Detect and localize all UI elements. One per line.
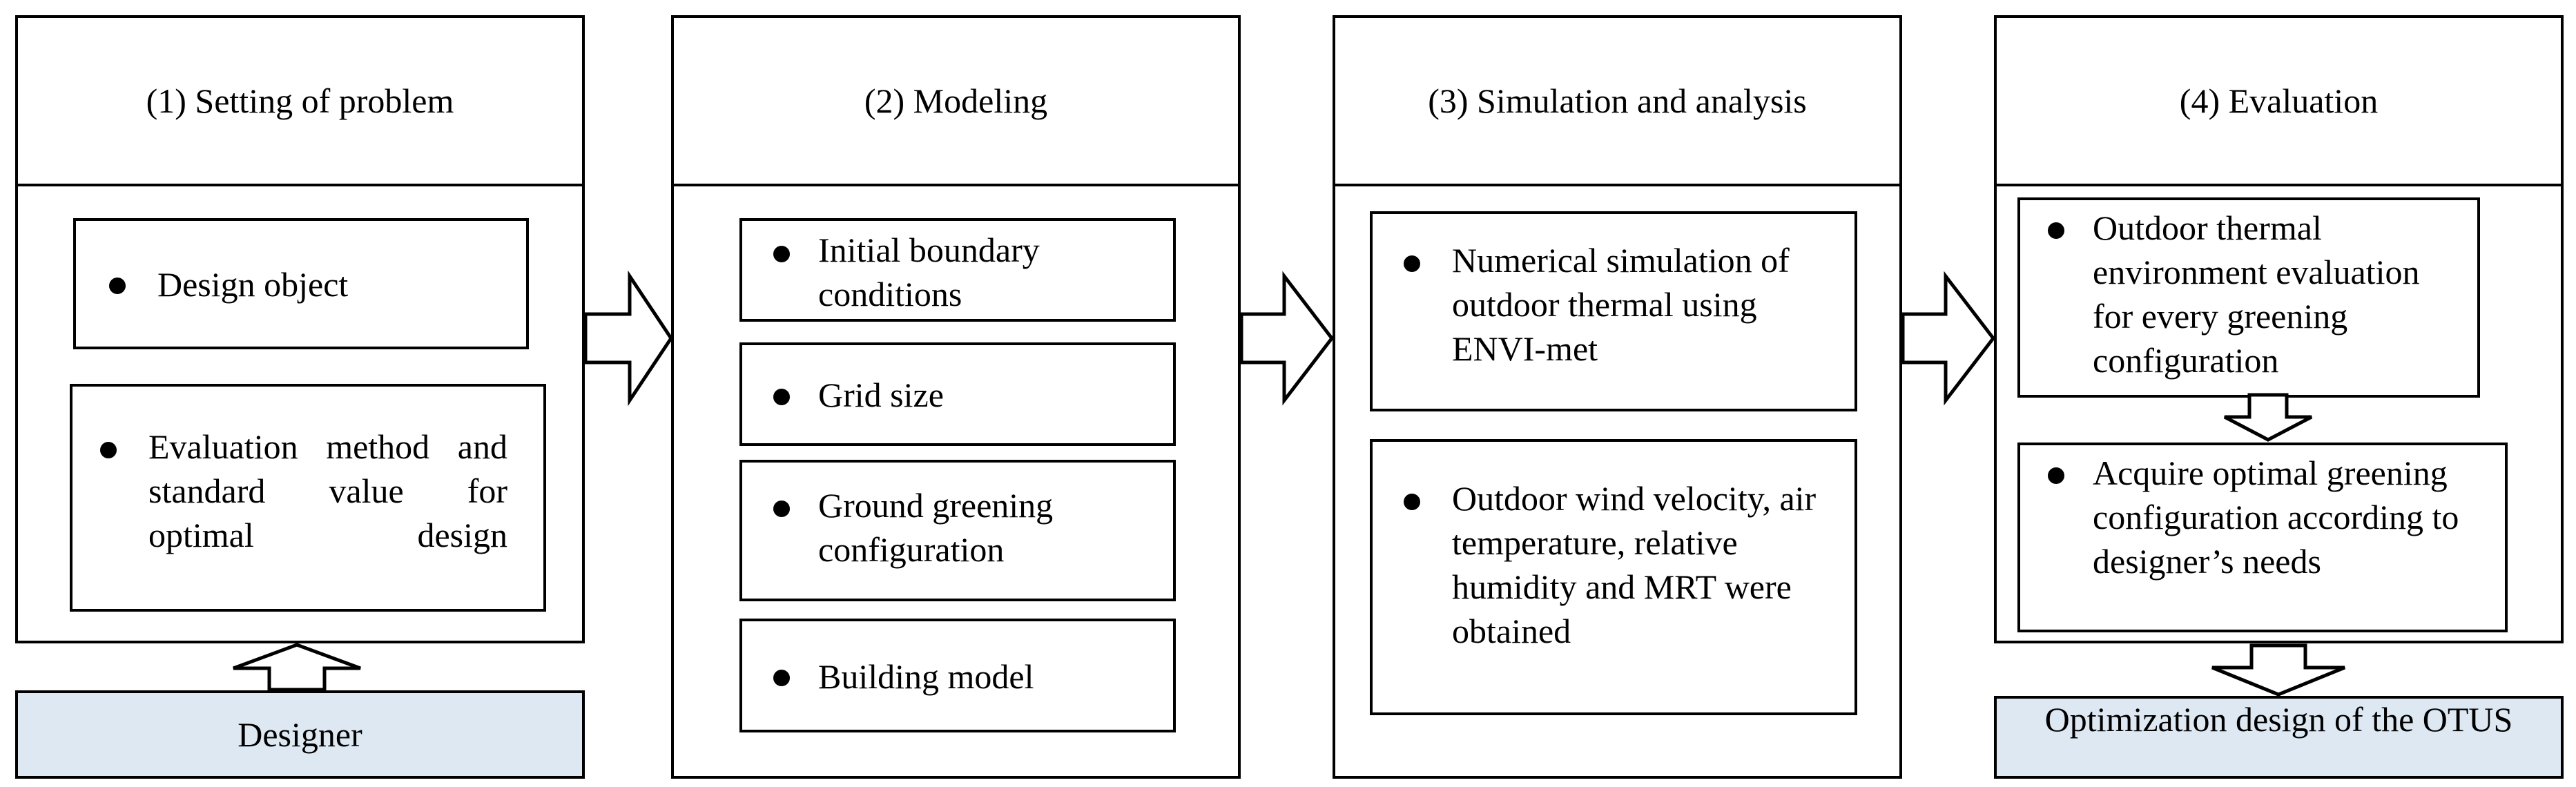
item-label: Building model <box>818 657 1034 696</box>
stage-setting-of-problem: (1) Setting of problem Design object Eva… <box>15 15 585 643</box>
right-arrow-icon <box>1239 271 1335 406</box>
item-grid-size: Grid size <box>739 342 1176 446</box>
bullet-icon <box>1404 494 1420 510</box>
item-thermal-environment-evaluation: Outdoor thermal environment evaluation f… <box>2017 197 2480 398</box>
stage-title: (4) Evaluation <box>1997 18 2561 186</box>
item-label: Design object <box>157 265 349 304</box>
item-building-model: Building model <box>739 619 1176 732</box>
bullet-icon <box>1404 255 1420 272</box>
bullet-icon <box>773 501 790 517</box>
item-label: Outdoor thermal environment evaluation f… <box>2093 208 2420 380</box>
bullet-icon <box>773 389 790 405</box>
item-numerical-simulation: Numerical simulation of outdoor thermal … <box>1370 211 1857 411</box>
down-arrow-icon <box>2211 643 2345 697</box>
right-arrow-icon <box>1901 271 1996 406</box>
down-arrow-icon <box>2223 393 2313 442</box>
item-outdoor-variables: Outdoor wind velocity, air temperature, … <box>1370 439 1857 715</box>
right-arrow-icon <box>583 270 674 407</box>
bullet-icon <box>2048 467 2064 484</box>
optimization-label: Optimization design of the OTUS <box>2044 700 2513 739</box>
item-label: Grid size <box>818 376 944 414</box>
designer-label: Designer <box>238 715 362 754</box>
stage-evaluation: (4) Evaluation Outdoor thermal environme… <box>1994 15 2564 643</box>
bullet-icon <box>773 246 790 262</box>
item-label: Ground greening configuration <box>818 486 1054 569</box>
stage-title: (3) Simulation and analysis <box>1335 18 1899 186</box>
item-evaluation-method: Evaluation method and standard value for… <box>70 384 546 612</box>
bullet-icon <box>2048 222 2064 239</box>
optimization-output-box: Optimization design of the OTUS <box>1994 696 2564 779</box>
item-label: Outdoor wind velocity, air temperature, … <box>1452 479 1817 650</box>
item-ground-greening-configuration: Ground greening configuration <box>739 460 1176 601</box>
item-design-object: Design object <box>73 218 529 349</box>
stage-modeling: (2) Modeling Initial boundary conditions… <box>671 15 1241 779</box>
stage-simulation-and-analysis: (3) Simulation and analysis Numerical si… <box>1333 15 1902 779</box>
up-arrow-icon <box>233 643 361 692</box>
stage-title: (1) Setting of problem <box>18 18 582 186</box>
item-label: Numerical simulation of outdoor thermal … <box>1452 241 1790 368</box>
bullet-icon <box>773 670 790 686</box>
stage-title: (2) Modeling <box>674 18 1238 186</box>
designer-box: Designer <box>15 690 585 779</box>
item-label: Evaluation method and standard value for… <box>148 427 507 554</box>
item-acquire-optimal-configuration: Acquire optimal greening configuration a… <box>2017 443 2508 632</box>
bullet-icon <box>109 278 126 294</box>
bullet-icon <box>100 442 117 458</box>
item-initial-boundary-conditions: Initial boundary conditions <box>739 218 1176 322</box>
item-label: Acquire optimal greening configuration a… <box>2093 454 2459 581</box>
item-label: Initial boundary conditions <box>818 231 1040 313</box>
